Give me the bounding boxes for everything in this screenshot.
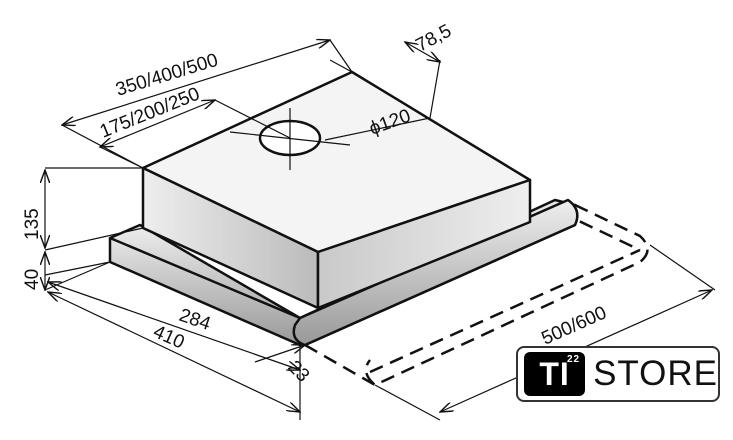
dim-rear-offset: 78,5 <box>412 21 455 57</box>
dim-width-options: 500/600 <box>538 302 609 349</box>
logo-superscript: 22 <box>566 354 581 365</box>
dim-depth-options: 350/400/500 <box>113 50 220 101</box>
dim-duct-offset: 175/200/250 <box>97 84 203 143</box>
logo-badge: TI 22 <box>524 352 586 396</box>
dim-body-depth: 284 <box>176 305 213 335</box>
dim-body-height: 135 <box>22 208 43 240</box>
store-logo: TI 22 STORE <box>516 346 720 402</box>
logo-main: TI <box>539 355 570 392</box>
extension-dashed <box>364 203 649 387</box>
logo-text: STORE <box>593 354 718 393</box>
box-right <box>316 178 532 310</box>
dim-front-bar: 23 <box>283 357 313 387</box>
dim-base-height: 40 <box>22 269 43 290</box>
